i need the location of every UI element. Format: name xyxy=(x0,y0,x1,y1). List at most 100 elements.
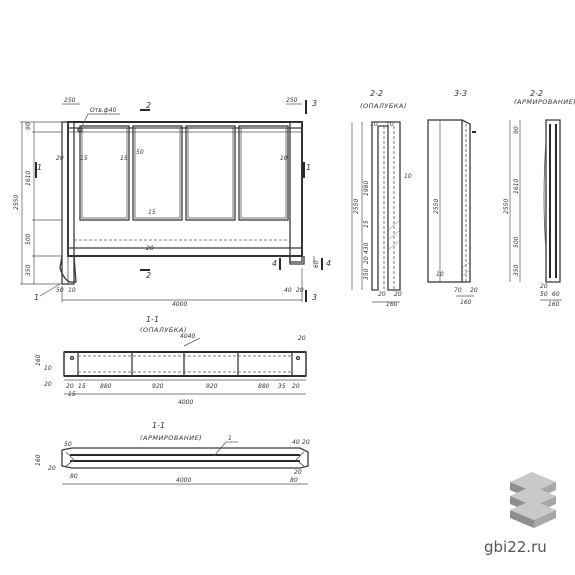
window-opening-1 xyxy=(79,125,130,221)
dimension-label: 350 xyxy=(513,264,520,276)
drawing-stroke xyxy=(534,510,556,528)
dimension-label: 920 xyxy=(206,383,218,390)
window-opening-3 xyxy=(185,125,236,221)
dimension-label: 1 xyxy=(306,163,311,172)
section-2-2-profile xyxy=(371,121,401,291)
dimension-label: 20 xyxy=(394,291,402,298)
dimension-label: 3 xyxy=(312,293,317,302)
dimension-label: 2 xyxy=(146,271,151,280)
hole-label: Отв.ф40 xyxy=(90,107,117,114)
panel-outline xyxy=(67,121,303,257)
section-2-2-subtitle: (ОПАЛУБКА) xyxy=(360,102,407,110)
dimension-label: 20 xyxy=(378,291,386,298)
dimension-label: 1 xyxy=(37,163,42,172)
dimension-label: 430 xyxy=(363,242,370,254)
dimension-label: 20 xyxy=(363,256,370,264)
dimension-label: 2550 xyxy=(433,199,440,214)
section-1-1b-outline xyxy=(61,447,309,469)
dimension-label: 160 xyxy=(548,301,560,308)
drawing-stroke xyxy=(510,472,556,492)
dimension-label: 920 xyxy=(152,383,164,390)
section-2-2r-subtitle: (АРМИРОВАНИЕ) xyxy=(514,98,575,106)
dimension-label: 40 xyxy=(284,287,292,294)
dimension-label: 35 xyxy=(278,383,286,390)
dimension-label: 500 xyxy=(513,236,520,248)
dimension-label: 4000 xyxy=(172,301,187,308)
dimension-label: 60 xyxy=(313,260,320,268)
section-1-1a-title: 1-1 xyxy=(146,315,159,324)
dimension-label: 160 xyxy=(460,299,472,306)
dimension-label: 20 xyxy=(44,381,52,388)
window-opening-4 xyxy=(238,125,289,221)
dimension-label: 880 xyxy=(258,383,270,390)
dimension-label: 15 xyxy=(80,155,88,162)
dimension-label: 70 xyxy=(454,287,462,294)
watermark-text: gbi22.ru xyxy=(484,538,547,556)
drawing-stroke xyxy=(65,451,305,467)
section-2-2r-profile xyxy=(545,119,561,283)
dimension-label: 10 xyxy=(436,271,444,278)
drawing-stroke xyxy=(510,486,556,506)
leader-callout-1: 1 xyxy=(228,435,232,442)
dimension-label: 4 xyxy=(272,259,277,268)
dimension-label: 160 xyxy=(35,354,42,366)
dimension-label: 10 xyxy=(386,121,394,128)
dimension-label: 40 xyxy=(292,439,300,446)
dimension-label: 15 xyxy=(120,155,128,162)
drawing-stroke xyxy=(134,127,181,219)
dimension-label: 160 xyxy=(35,454,42,466)
dimension-label: 50 xyxy=(540,291,548,298)
drawing-stroke xyxy=(187,127,234,219)
dimension-label: 350 xyxy=(363,268,370,280)
section-1-1b-title: 1-1 xyxy=(152,421,165,430)
dimension-label: 250 xyxy=(64,97,76,104)
dimension-label: 20 xyxy=(48,465,56,472)
drawing-stroke xyxy=(543,139,547,251)
dimension-label: 20 xyxy=(146,245,154,252)
dimension-label: 60 xyxy=(552,291,560,298)
hole-d40 xyxy=(77,127,83,133)
section-1-1a-right-column xyxy=(291,351,307,377)
stacked-slabs-icon xyxy=(510,472,556,528)
dimension-label: 1610 xyxy=(513,179,520,194)
dimension-label: 2550 xyxy=(353,199,360,214)
section-2-2-title: 2-2 xyxy=(370,89,383,98)
dimension-label: 20 xyxy=(56,155,64,162)
dimension-label: 20 xyxy=(294,469,302,476)
dimension-label: 1980 xyxy=(363,181,370,196)
drawing-stroke xyxy=(295,355,301,361)
window-opening-2 xyxy=(132,125,183,221)
dimension-label: 20 xyxy=(296,287,304,294)
drawing-stroke xyxy=(510,510,534,528)
dimension-label: 10 xyxy=(280,155,288,162)
dimension-label: 15 xyxy=(78,383,86,390)
section-2-2-formwork: 2-2 (ОПАЛУБКА) 10 10 1980 2550 15 430 20… xyxy=(351,89,412,308)
dimension-label: 10 xyxy=(370,121,378,128)
section-3-3-body xyxy=(427,119,463,283)
watermark: gbi22.ru xyxy=(484,472,556,556)
drawing-stroke xyxy=(240,127,287,219)
left-foot xyxy=(59,255,77,283)
dimension-label: 20 xyxy=(292,383,300,390)
section-1-1a-subtitle: (ОПАЛУБКА) xyxy=(140,326,187,334)
drawing-stroke xyxy=(387,219,401,251)
main-elevation-view: Отв.ф40 90 1610 2550 500 350 250 250 20 … xyxy=(13,97,331,308)
dimension-label: 10 xyxy=(44,365,52,372)
section-1-1b-subtitle: (АРМИРОВАНИЕ) xyxy=(140,434,202,442)
dimension-label: 20 xyxy=(470,287,478,294)
dimension-label: 3 xyxy=(312,99,317,108)
drawing-stroke xyxy=(510,500,556,520)
dimension-label: 4040 xyxy=(180,333,195,340)
dimension-label: 880 xyxy=(100,383,112,390)
drawing-stroke xyxy=(39,283,61,297)
drawing-stroke xyxy=(461,261,471,277)
drawing-stroke xyxy=(81,127,128,219)
dimension-label: 20 xyxy=(66,383,74,390)
section-1-1-formwork: 1-1 (ОПАЛУБКА) 4040 20 160 10 20 15 880 … xyxy=(35,315,307,406)
dimension-label: 20 xyxy=(540,283,548,290)
dimension-label: 250 xyxy=(286,97,298,104)
dimension-label: 80 xyxy=(70,473,78,480)
dimension-label: 80 xyxy=(290,477,298,484)
section-3-3-title: 3-3 xyxy=(454,89,467,98)
section-2-2-reinforcement: 2-2 (АРМИРОВАНИЕ) 90 1610 2550 500 350 2… xyxy=(503,89,575,308)
